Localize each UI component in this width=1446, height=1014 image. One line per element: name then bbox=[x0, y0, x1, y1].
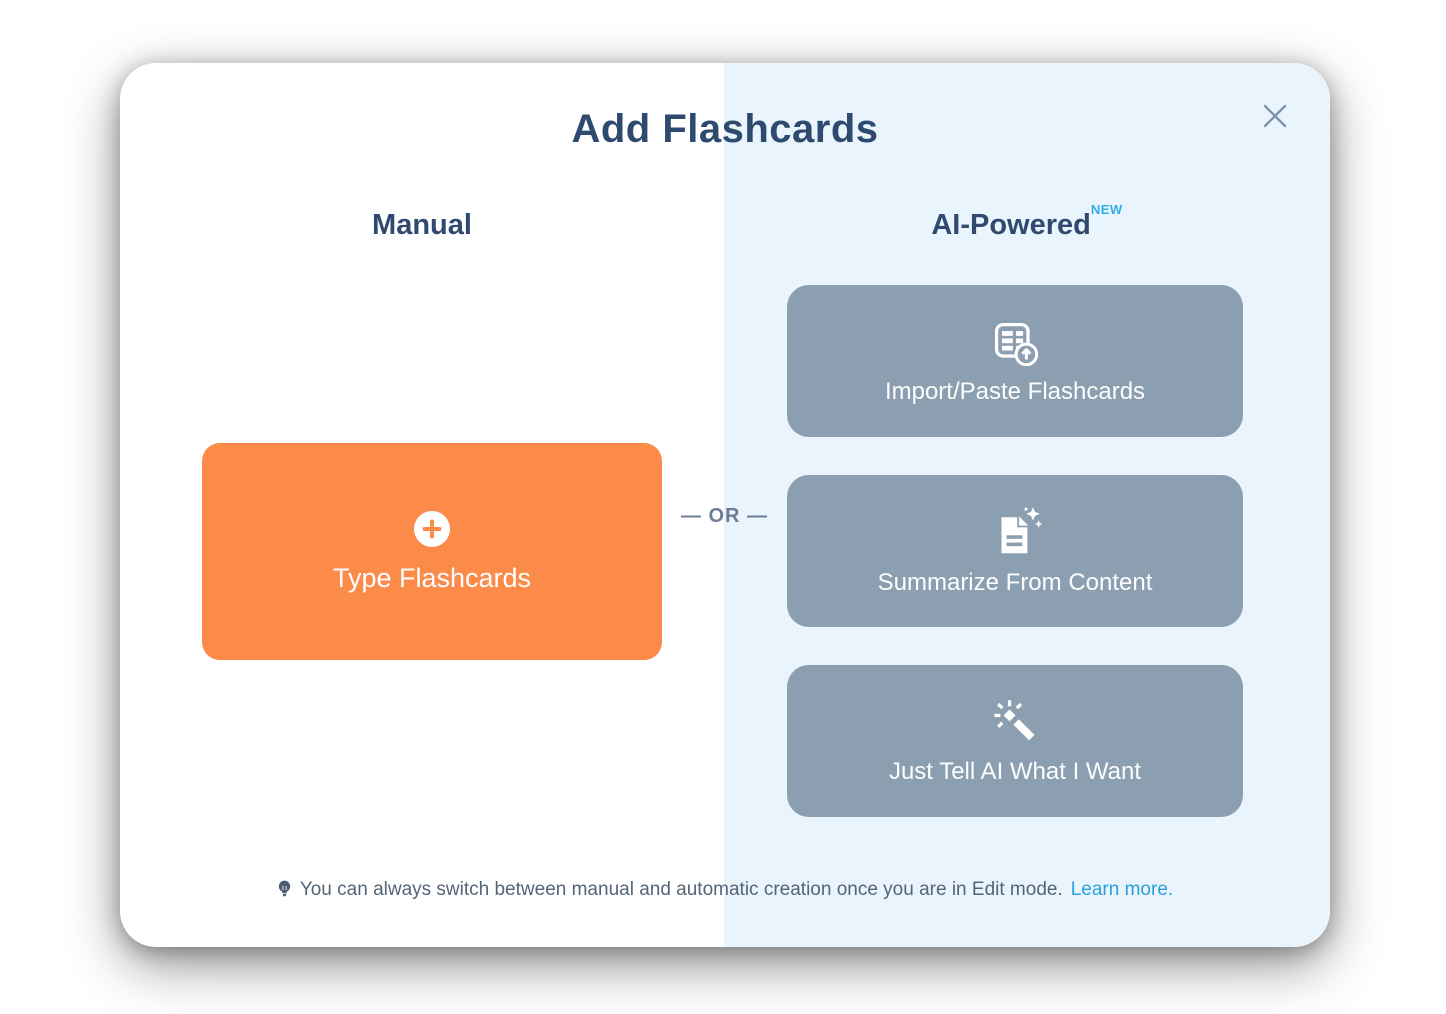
just-tell-ai-label: Just Tell AI What I Want bbox=[888, 757, 1142, 785]
lightbulb-icon bbox=[277, 879, 292, 901]
close-icon bbox=[1260, 101, 1290, 131]
import-paste-flashcards-button[interactable]: Import/Paste Flashcards bbox=[787, 285, 1243, 437]
page-title: Add Flashcards bbox=[571, 107, 879, 151]
type-flashcards-button[interactable]: Type Flashcards bbox=[202, 443, 662, 660]
ai-section-header: AI-PoweredNEW bbox=[724, 202, 1330, 242]
or-divider: — OR — bbox=[680, 505, 769, 527]
manual-section-header: Manual bbox=[120, 209, 724, 242]
summarize-label: Summarize From Content bbox=[877, 568, 1153, 596]
type-flashcards-label: Type Flashcards bbox=[332, 562, 532, 593]
summarize-from-content-button[interactable]: Summarize From Content bbox=[787, 475, 1243, 627]
plus-circle-icon bbox=[413, 510, 451, 548]
just-tell-ai-button[interactable]: Just Tell AI What I Want bbox=[787, 665, 1243, 817]
magic-wand-icon bbox=[989, 697, 1041, 749]
learn-more-link[interactable]: Learn more. bbox=[1070, 879, 1174, 900]
manual-header-label: Manual bbox=[372, 209, 472, 241]
import-paste-label: Import/Paste Flashcards bbox=[884, 377, 1146, 405]
document-sparkle-icon bbox=[988, 506, 1042, 560]
new-badge: NEW bbox=[1090, 202, 1123, 218]
add-flashcards-modal: Add Flashcards Manual AI-PoweredNEW Type… bbox=[120, 63, 1330, 947]
ai-header-label: AI-Powered bbox=[931, 209, 1091, 241]
close-button[interactable] bbox=[1258, 99, 1292, 133]
footer-tip: You can always switch between manual and… bbox=[120, 879, 1330, 901]
tip-text: You can always switch between manual and… bbox=[299, 879, 1063, 900]
table-upload-icon bbox=[989, 317, 1041, 369]
